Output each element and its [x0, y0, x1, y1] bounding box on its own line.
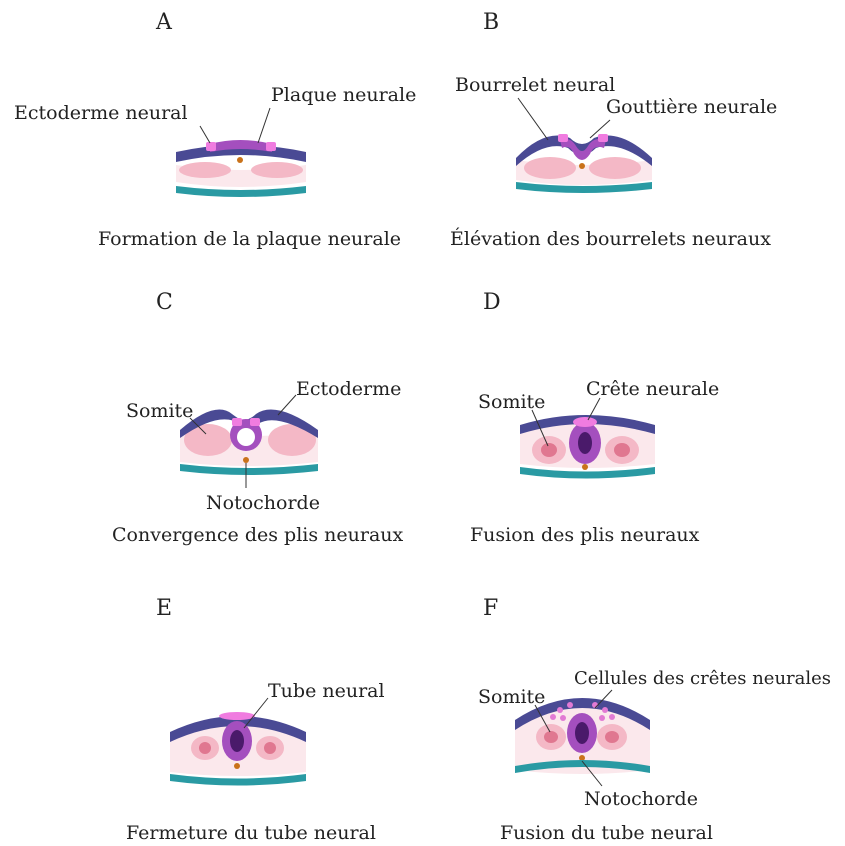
panel-letter-b: B: [483, 12, 499, 34]
panel-letter-c: C: [156, 292, 173, 314]
caption-d: Fusion des plis neuraux: [470, 526, 699, 545]
label-tube-neural: Tube neural: [268, 682, 385, 701]
panel-letter-a: A: [156, 12, 172, 34]
label-somite-c: Somite: [126, 402, 193, 421]
label-somite-d: Somite: [478, 393, 545, 412]
panel-letter-f: F: [483, 598, 498, 620]
illustration-c: [180, 395, 318, 488]
label-notochorde-f: Notochorde: [584, 790, 698, 809]
label-cellules-cretes-neurales: Cellules des crêtes neurales: [574, 670, 831, 688]
label-somite-f: Somite: [478, 688, 545, 707]
label-bourrelet-neural: Bourrelet neural: [455, 76, 615, 95]
caption-e: Fermeture du tube neural: [126, 824, 376, 843]
label-ectoderme-neural: Ectoderme neural: [14, 104, 188, 123]
caption-f: Fusion du tube neural: [500, 824, 713, 843]
panel-letter-d: D: [483, 292, 501, 314]
illustration-a: [176, 108, 306, 197]
label-ectoderme: Ectoderme: [296, 380, 401, 399]
caption-b: Élévation des bourrelets neuraux: [450, 230, 771, 249]
label-notochorde-c: Notochorde: [206, 494, 320, 513]
label-crete-neurale: Crête neurale: [586, 380, 719, 399]
label-gouttiere-neurale: Gouttière neurale: [606, 98, 777, 117]
caption-a: Formation de la plaque neurale: [98, 230, 401, 249]
panel-letter-e: E: [156, 598, 172, 620]
label-plaque-neurale: Plaque neurale: [271, 86, 416, 105]
caption-c: Convergence des plis neuraux: [112, 526, 403, 545]
illustration-e: [170, 698, 306, 786]
